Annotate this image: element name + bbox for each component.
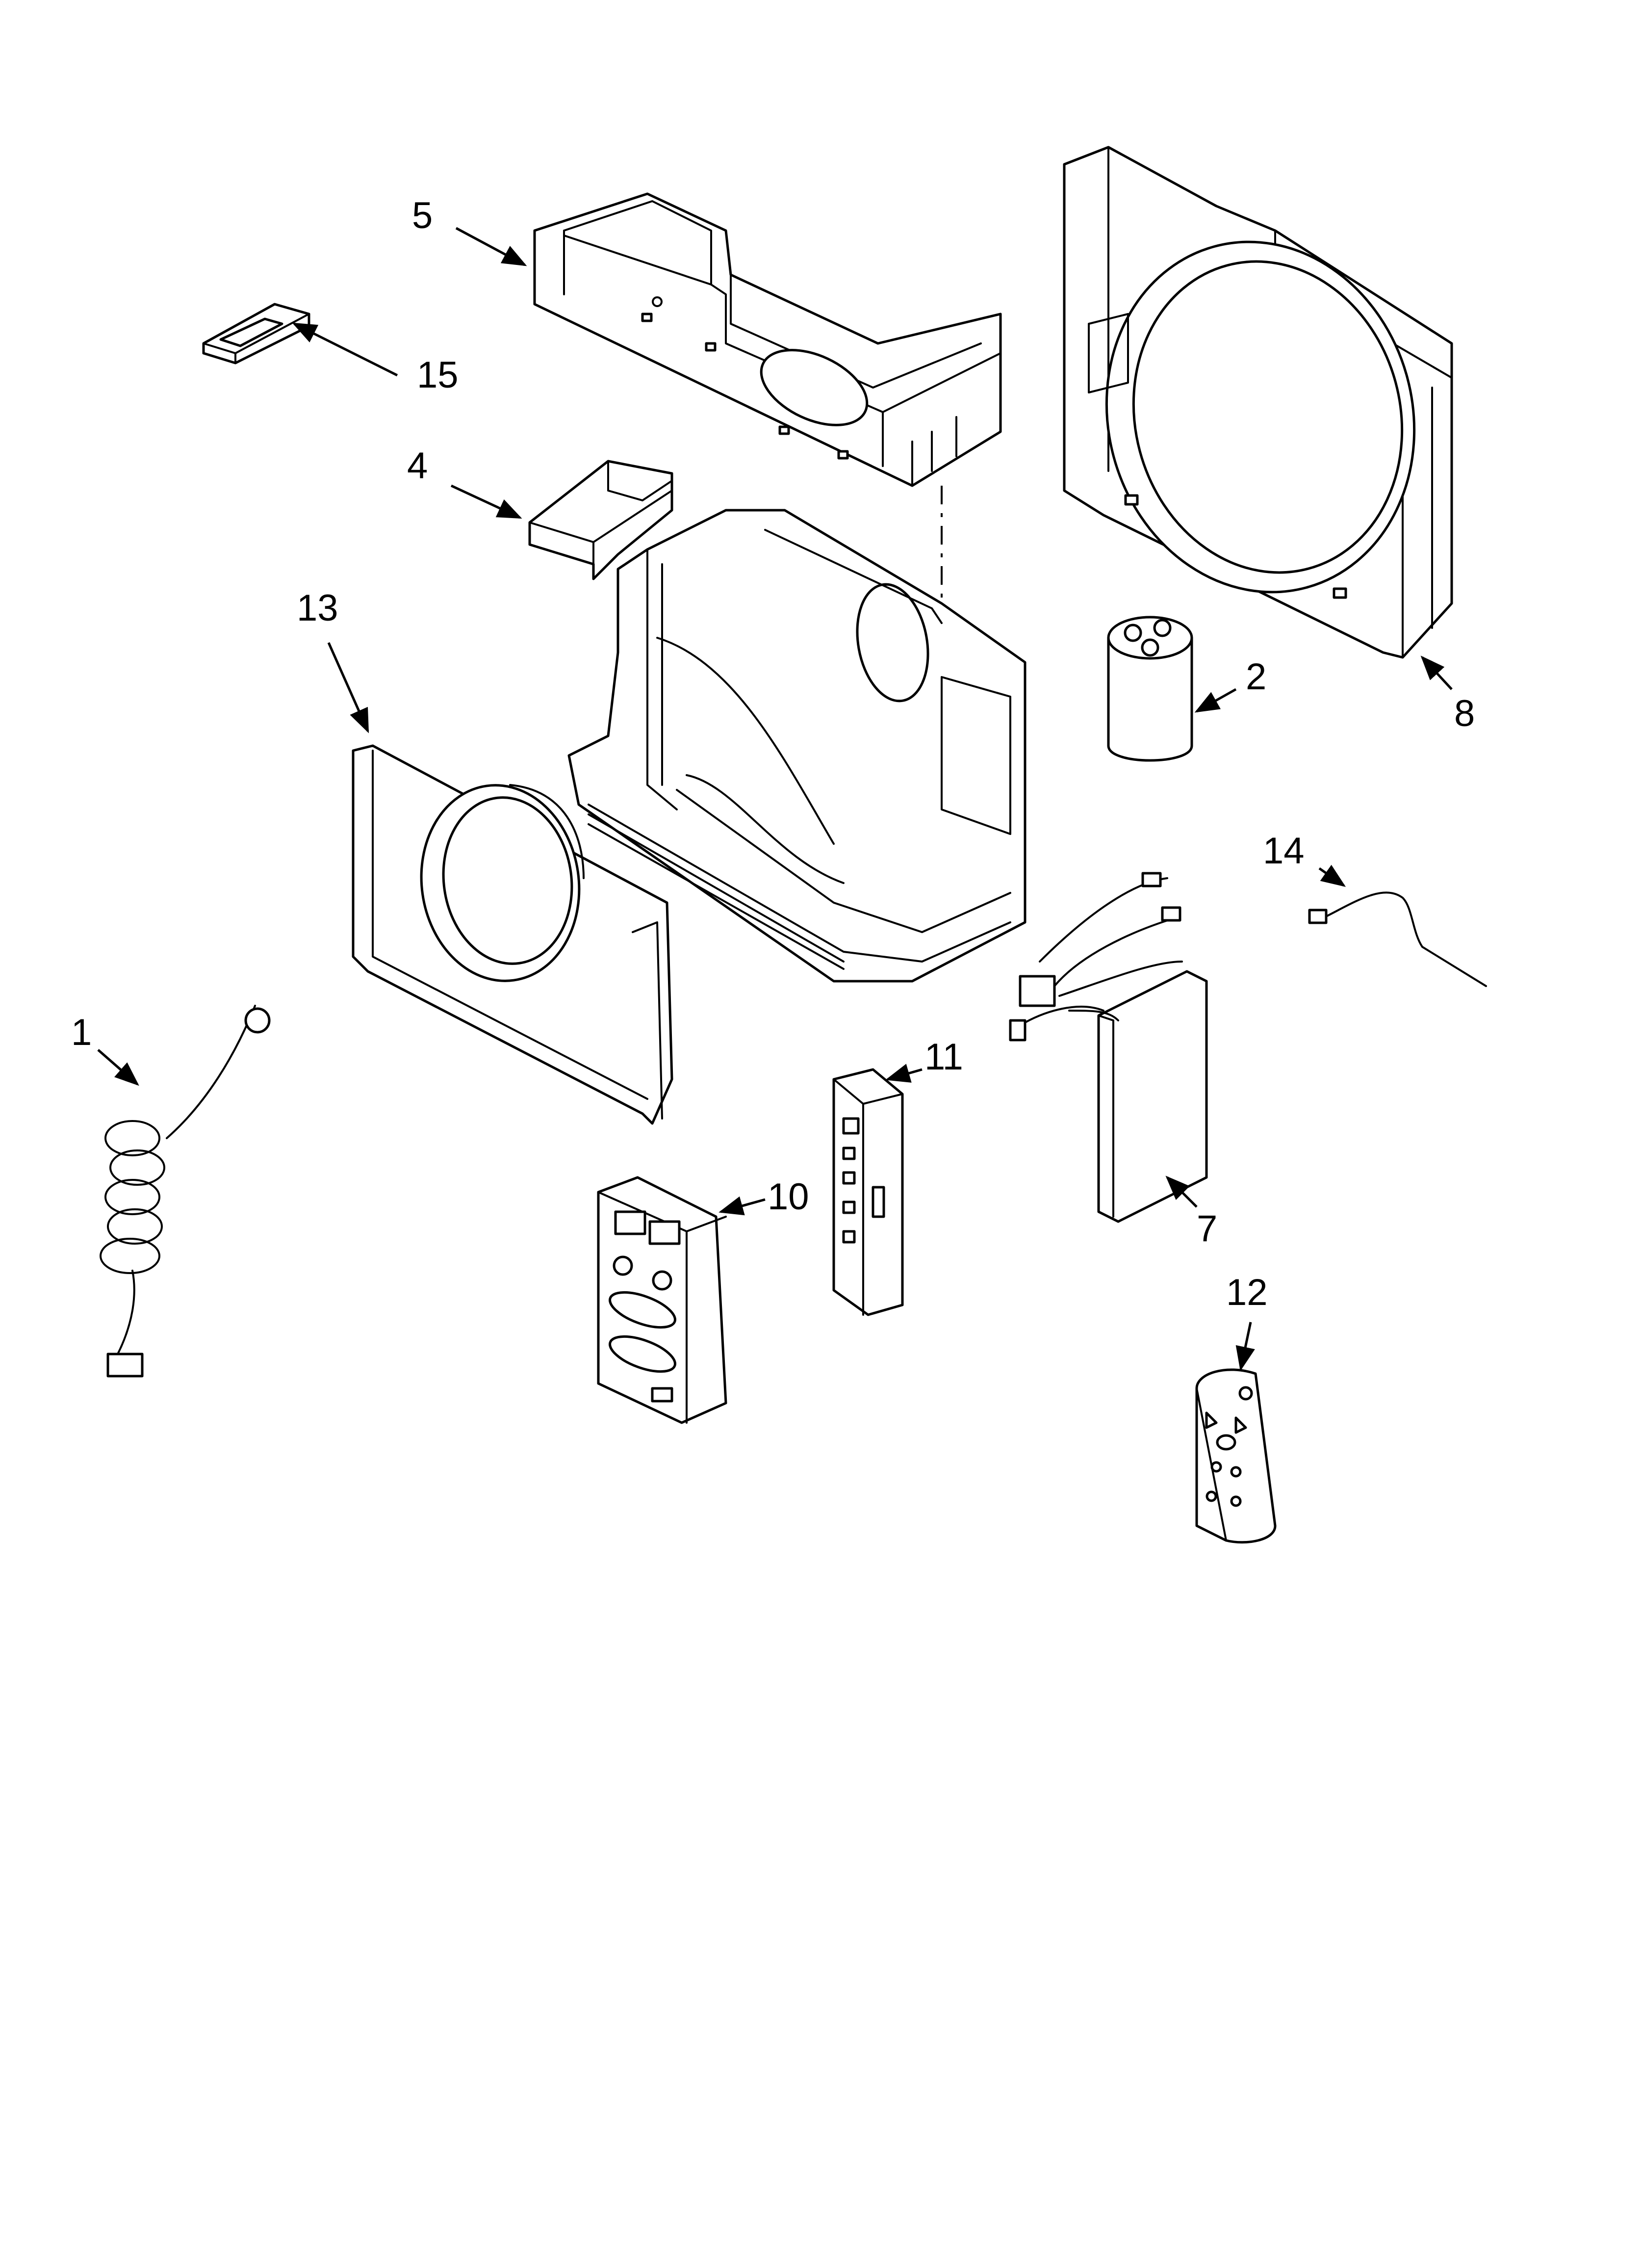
part-8-shroud xyxy=(1063,146,1453,659)
part-7-control-box xyxy=(1009,872,1208,1223)
callout-2: 2 xyxy=(1246,656,1266,698)
part-2-capacitor xyxy=(1107,616,1193,762)
callout-1: 1 xyxy=(71,1012,92,1053)
leader-lines xyxy=(97,227,1453,1371)
callout-labels: 5 15 4 13 2 8 14 11 10 7 12 1 xyxy=(71,195,1475,1313)
part-5-top-cover xyxy=(533,192,1002,487)
part-4-bracket xyxy=(528,460,673,580)
main-housing xyxy=(567,509,1026,983)
callout-13: 13 xyxy=(297,587,338,629)
callout-7: 7 xyxy=(1197,1208,1217,1250)
part-14-sensor xyxy=(1308,891,1487,987)
part-11-control-board xyxy=(832,1068,904,1316)
callout-4: 4 xyxy=(407,445,428,487)
callout-12: 12 xyxy=(1226,1272,1268,1313)
part-12-remote xyxy=(1195,1368,1277,1544)
callout-15: 15 xyxy=(417,354,459,396)
callout-5: 5 xyxy=(412,195,433,236)
part-15-switch xyxy=(202,303,310,365)
part-13-front-panel xyxy=(352,744,673,1125)
part-1-power-cord xyxy=(100,1005,271,1378)
part-10-control-panel xyxy=(597,1176,727,1424)
callout-10: 10 xyxy=(768,1176,809,1218)
callout-14: 14 xyxy=(1263,830,1305,872)
callout-8: 8 xyxy=(1454,693,1475,734)
callout-11: 11 xyxy=(924,1036,963,1078)
